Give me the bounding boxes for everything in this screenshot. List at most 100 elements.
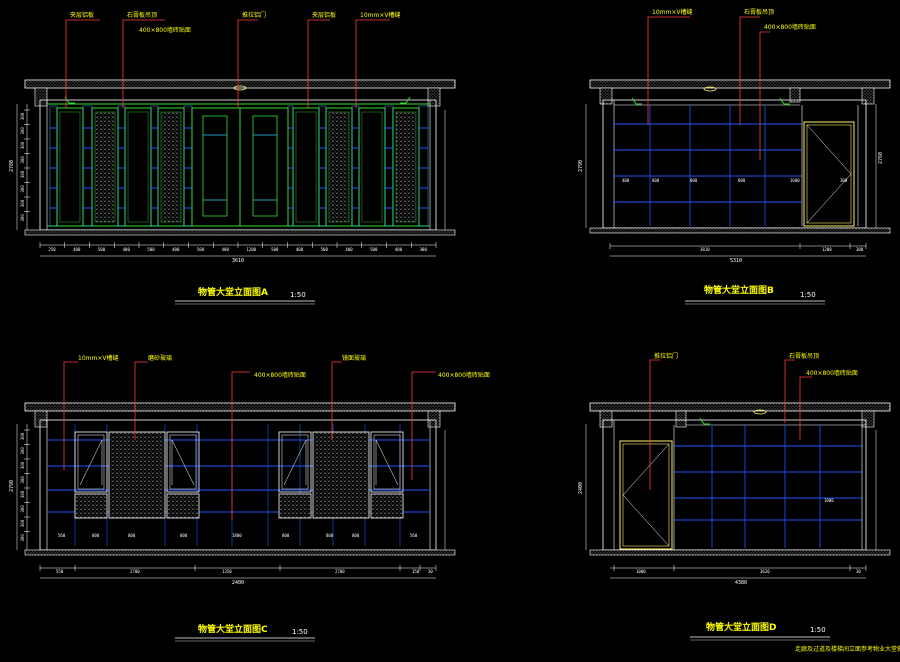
ceiling-slab	[24, 402, 456, 412]
dim-b-row: 300	[840, 178, 848, 183]
label-a-5: 10mm×V槽缝	[360, 11, 400, 19]
dim-a-top: 500	[271, 247, 279, 252]
label-b-1: 石膏板吊顶	[744, 8, 774, 16]
dim-a-top: 400	[345, 247, 353, 252]
dim-a-top: 250	[48, 247, 56, 252]
right-column	[427, 87, 441, 107]
dim-b-left: 2790	[578, 160, 584, 172]
title-c: 物管大堂立面图C	[198, 623, 268, 635]
dim-a-top: 500	[98, 247, 106, 252]
dim-c-row: 560	[58, 533, 66, 538]
dim-a-top: 400	[73, 247, 81, 252]
dim-a-top: 400	[123, 247, 131, 252]
dim-c-bottom: 550	[56, 569, 64, 574]
elevation-c: 10mm×V槽缝 磨砂玻璃 400×800墙砖贴面 镜面玻璃 400×800墙砖…	[9, 354, 490, 642]
dim-a-top: 500	[370, 247, 378, 252]
dim-c-row: 800	[128, 533, 136, 538]
dim-a-side: 300	[20, 156, 25, 164]
floor-slab	[589, 227, 891, 234]
dim-b-row: 800	[690, 178, 698, 183]
dim-b-row: 800	[652, 178, 660, 183]
door-d	[619, 440, 673, 550]
label-a-2: 400×800墙砖贴面	[139, 26, 191, 34]
dim-a-height: 2780	[9, 160, 15, 172]
dim-b-row: 800	[738, 178, 746, 183]
door-b	[803, 121, 855, 227]
title-b: 物管大堂立面图B	[704, 284, 774, 296]
dim-a-top: 400	[395, 247, 403, 252]
dim-c-side: 300	[20, 432, 25, 440]
dim-a-top: 400	[172, 247, 180, 252]
left-column	[34, 87, 48, 107]
wall-frame	[602, 419, 867, 551]
scale-a: 1:50	[290, 291, 306, 299]
dim-c-row: 800	[352, 533, 360, 538]
dim-b-bottom: 1200	[822, 247, 832, 252]
dim-a-side: 300	[20, 112, 25, 120]
dim-c-side: 300	[20, 534, 25, 542]
dim-b-row: 400	[622, 178, 630, 183]
dim-c-bottom: 2700	[335, 569, 345, 574]
dim-c-side: 300	[20, 505, 25, 513]
dim-c-row: 560	[410, 533, 418, 538]
dim-a-side: 300	[20, 141, 25, 149]
dim-a-side: 300	[20, 127, 25, 135]
label-d-1: 石膏板吊顶	[789, 352, 819, 360]
dim-c-row: 800	[92, 533, 100, 538]
dim-c-row: 1800	[232, 533, 242, 538]
dim-c-row: 800	[180, 533, 188, 538]
dim-c-side: 300	[20, 519, 25, 527]
floor-slab	[24, 229, 456, 236]
floor-slab	[24, 549, 456, 556]
double-door	[191, 107, 289, 227]
dim-c-bottom: 350	[412, 569, 420, 574]
label-b-2: 400×800墙砖贴面	[764, 23, 816, 31]
ceiling-slab	[589, 402, 891, 412]
scale-b: 1:50	[800, 291, 816, 299]
dim-a-side: 300	[20, 199, 25, 207]
dim-b-right: 2760	[878, 152, 884, 164]
scale-d: 1:50	[810, 626, 826, 634]
dim-b-bottom: 3810	[700, 247, 710, 252]
dim-d-total: 4380	[735, 580, 747, 586]
label-a-3: 推拉铝门	[242, 11, 266, 19]
window-group	[278, 431, 404, 519]
dim-a-side: 300	[20, 185, 25, 193]
elevation-b: 10mm×V槽缝 石膏板吊顶 400×800墙砖贴面 400 800 800 800 1…	[578, 8, 891, 305]
dim-b-row: 1600	[790, 178, 800, 183]
wall-frame	[602, 99, 867, 229]
label-b-0: 10mm×V槽缝	[652, 8, 692, 16]
dim-a-top: 400	[296, 247, 304, 252]
label-c-2: 400×800墙砖贴面	[254, 371, 306, 379]
dim-a-top: 1200	[246, 247, 256, 252]
dim-a-top: 300	[420, 247, 428, 252]
label-a-4: 夹层铝板	[312, 11, 336, 19]
elevation-a: 夹层铝板 石膏板吊顶 400×800墙砖贴面 推拉铝门 夹层铝板 10mm×V槽…	[9, 11, 456, 305]
floor-slab	[589, 549, 891, 556]
dim-a-top: 400	[222, 247, 230, 252]
dim-c-side: 300	[20, 461, 25, 469]
label-c-1: 磨砂玻璃	[148, 354, 172, 362]
dim-a-total: 3610	[232, 258, 244, 264]
dim-a-top: 500	[197, 247, 205, 252]
label-a-1: 石膏板吊顶	[127, 11, 157, 19]
dim-d-row-0: 1000	[824, 498, 834, 503]
dim-d-bottom: 1000	[636, 569, 646, 574]
dim-b-bottom: 300	[856, 247, 864, 252]
dim-b-total: 5310	[730, 258, 742, 264]
dim-a-side: 300	[20, 214, 25, 222]
label-c-3: 镜面玻璃	[342, 354, 366, 362]
dim-c-side: 300	[20, 476, 25, 484]
dim-c-height: 2790	[9, 480, 15, 492]
title-a: 物管大堂立面图A	[198, 286, 268, 298]
dim-c-row: 800	[326, 533, 334, 538]
dim-d-bottom: 30	[856, 569, 861, 574]
dim-a-top: 500	[147, 247, 155, 252]
footer-note: 走廊及过道及楼梯间立面参考物业大堂做法	[795, 645, 900, 653]
dim-c-side: 300	[20, 447, 25, 455]
dim-d-bottom: 3620	[760, 569, 770, 574]
label-c-0: 10mm×V槽缝	[78, 354, 118, 362]
ceiling-slab	[24, 79, 456, 89]
dim-c-bottom: 2700	[130, 569, 140, 574]
